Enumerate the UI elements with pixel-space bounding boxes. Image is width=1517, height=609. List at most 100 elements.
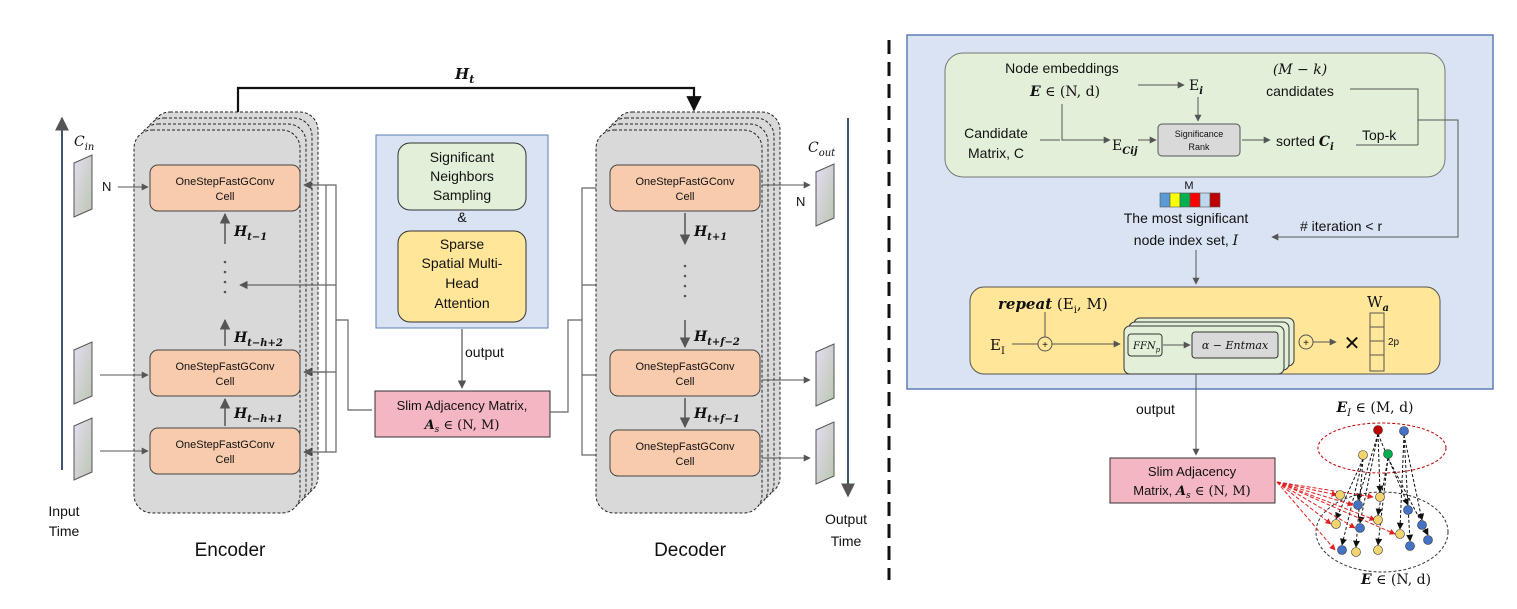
graph-node: [1353, 500, 1363, 510]
output-axis-label-2: Time: [831, 533, 862, 549]
graph-nodes: [1331, 425, 1433, 557]
graph-edge: [1276, 481, 1336, 551]
candidates-label: candidates: [1266, 83, 1334, 99]
iteration-label: # iteration < r: [1300, 218, 1382, 234]
c-in-label: Cin: [74, 134, 94, 153]
graph-node: [1403, 505, 1413, 515]
encoder-cell-mid: OneStepFastGConv Cell: [149, 349, 301, 397]
graph-edge: [1276, 481, 1396, 535]
subset-ellipse: [1317, 422, 1447, 474]
times-symbol: ✕: [1344, 333, 1361, 355]
sampling-box: Significant Neighbors Sampling: [397, 142, 527, 211]
decoder-cell-mid: OneStepFastGConv Cell: [609, 349, 761, 397]
most-significant-label: The most significant: [1124, 210, 1249, 226]
most-significant-label-2: node index set, I: [1134, 232, 1239, 249]
cell-sub: Cell: [216, 376, 235, 388]
m-vector-cell: [1199, 192, 1211, 208]
rank-line: Rank: [1188, 142, 1210, 152]
input-axis-label: Input: [48, 503, 79, 519]
right-output-label: output: [1136, 401, 1175, 417]
graph-edge: [1377, 433, 1409, 506]
input-tensor-bottom: [73, 417, 93, 481]
topk-label: Top-k: [1362, 127, 1397, 143]
graph-node: [1383, 449, 1393, 459]
candidate-matrix-label: Candidate: [964, 125, 1028, 141]
decoder-ellipsis: [683, 264, 687, 298]
graph-node: [1335, 490, 1345, 500]
cell-name: OneStepFastGConv: [635, 176, 735, 188]
sampling-line: Neighbors: [430, 168, 494, 184]
m-vector-cell: [1179, 192, 1191, 208]
output-tensor-top: [815, 163, 835, 227]
significance-line: Significance: [1175, 129, 1224, 139]
output-n-label: N: [796, 194, 805, 209]
two-p-label: 2p: [1388, 337, 1400, 348]
attention-line: Spatial Multi-: [422, 255, 503, 271]
ei-label: Ei: [1189, 78, 1203, 97]
graph-edges: [1276, 433, 1429, 551]
sampling-line: Significant: [430, 149, 495, 165]
sorted-ci-label: sorted Ci: [1276, 133, 1334, 153]
graph-node: [1399, 426, 1409, 436]
encoder-cell-bottom: OneStepFastGConv Cell: [149, 427, 301, 475]
graph-node: [1423, 535, 1433, 545]
encoder-ellipsis: [223, 260, 227, 294]
attention-box: Sparse Spatial Multi- Head Attention: [397, 230, 527, 323]
cell-name: OneStepFastGConv: [635, 361, 735, 373]
slim-line2: As ∈ (N, M): [423, 418, 500, 435]
input-axis-label-2: Time: [49, 523, 80, 539]
graph-node: [1373, 425, 1383, 435]
candidate-matrix-label-2: Matrix, C: [968, 145, 1024, 161]
cell-sub: Cell: [676, 456, 695, 468]
hidden-state-connector: [236, 86, 702, 112]
m-vector-cell: [1169, 192, 1181, 208]
ffn-box: [1127, 333, 1163, 357]
graph-edge: [1276, 481, 1338, 497]
input-tensor-top: [73, 154, 93, 218]
graph-node: [1358, 450, 1368, 460]
encoder-h-top: Ht−1: [233, 224, 267, 243]
iteration-loop: [1271, 88, 1459, 241]
graph-edge: [1403, 434, 1425, 521]
graph-edge: [1356, 433, 1379, 501]
m-minus-k-label: (M − k): [1273, 62, 1327, 78]
graph-edge: [1276, 481, 1376, 521]
output-tensor-bottom: [815, 421, 835, 485]
ei-set-label: EI ∈ (M, d): [1335, 400, 1413, 419]
graph-node: [1375, 492, 1385, 502]
graph-node: [1395, 529, 1405, 539]
decoder-h2: Ht+f−2: [693, 329, 740, 348]
graph-edge: [1396, 434, 1405, 530]
ei-cap-label: EI: [990, 336, 1005, 357]
encoder-feedback-lines: [239, 180, 372, 457]
graph-edge: [1276, 481, 1354, 507]
significance-rank-box: Significance Rank: [1157, 123, 1241, 157]
graph-node: [1417, 520, 1427, 530]
decoder-h1: Ht+1: [693, 224, 727, 243]
input-tensor-mid: [73, 341, 93, 405]
entmax-label: α − Entmax: [1202, 339, 1269, 352]
attention-line: Sparse: [440, 236, 485, 252]
slim-line2: Matrix, As ∈ (N, M): [1133, 483, 1251, 501]
m-vector-cell: [1209, 192, 1221, 208]
graph-node: [1373, 545, 1383, 555]
decoder-title: Decoder: [654, 540, 726, 561]
cell-sub: Cell: [676, 376, 695, 388]
encoder-title: Encoder: [195, 540, 266, 561]
input-n-label: N: [102, 179, 111, 194]
ampersand: &: [457, 209, 467, 225]
graph-node: [1337, 545, 1347, 555]
sampling-line: Sampling: [433, 187, 491, 203]
decoder-cell-bottom: OneStepFastGConv Cell: [609, 429, 761, 477]
cell-name: OneStepFastGConv: [635, 441, 735, 453]
attention-line: Head: [445, 275, 478, 291]
c-out-label: Cout: [808, 140, 836, 159]
output-axis-label: Output: [825, 511, 867, 527]
decoder-h3: Ht+f−1: [693, 406, 740, 425]
graph-edge: [1375, 457, 1389, 546]
node-embeddings-math: E ∈ (N, d): [1029, 84, 1100, 100]
decoder-cell-top: OneStepFastGConv Cell: [609, 164, 761, 212]
fullset-ellipse: [1315, 491, 1449, 573]
cell-name: OneStepFastGConv: [175, 176, 275, 188]
wa-vector: [1369, 312, 1385, 372]
